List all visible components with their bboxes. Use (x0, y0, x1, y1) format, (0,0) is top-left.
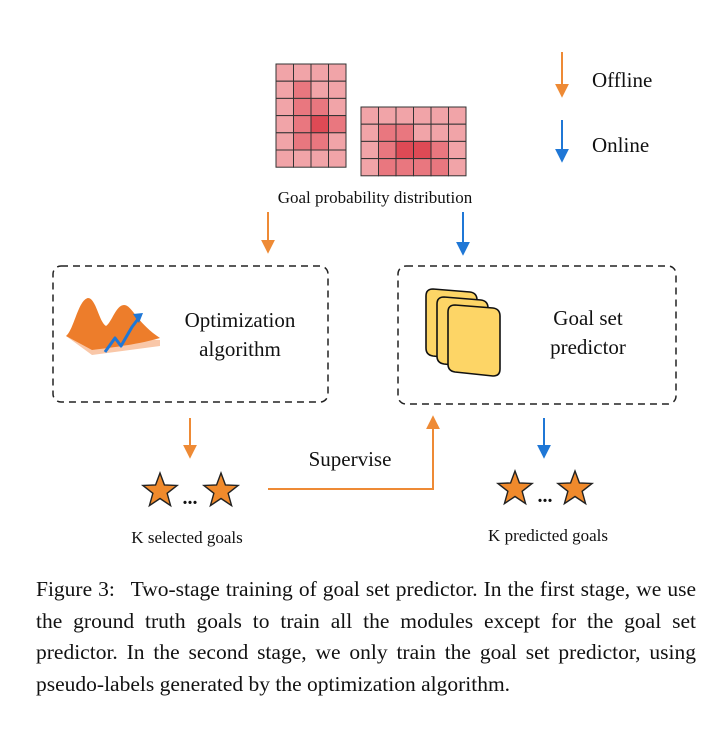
optimization-label-line2: algorithm (199, 337, 281, 361)
offline-legend-label: Offline (592, 68, 652, 92)
goal-distribution-label: Goal probability distribution (278, 188, 473, 207)
grid-cell (430, 140, 449, 160)
grid-cell (395, 123, 414, 142)
optimization-algorithm-box: Optimization algorithm (52, 265, 329, 403)
goal-set-predictor-box: Goal set predictor (397, 265, 677, 405)
grid-cell (310, 115, 329, 134)
selected-goals-ellipsis: ... (183, 487, 198, 509)
selected-goals: ... K selected goals (131, 470, 243, 547)
grid-cell (360, 123, 379, 142)
grid-cell (413, 140, 432, 160)
grid-cell (360, 140, 379, 160)
figure-caption: Figure 3: Two-stage training of goal set… (36, 574, 696, 700)
grid-cell (413, 158, 432, 177)
grid-cell (328, 63, 347, 82)
predictor-label-line2: predictor (550, 335, 626, 359)
grid-cell (293, 97, 312, 117)
selected-goals-label: K selected goals (131, 528, 242, 547)
online-legend-label: Online (592, 133, 649, 157)
grid-cell (360, 106, 379, 125)
grid-cell (293, 63, 312, 82)
supervise-arrow (268, 415, 440, 490)
grid-cell (275, 63, 294, 82)
grid-cell (430, 106, 449, 125)
grid-cell (328, 132, 347, 151)
goal-probability-grid-right (360, 106, 467, 177)
grid-cell (430, 158, 449, 177)
grid-cell (328, 115, 347, 134)
legend: Offline Online (555, 52, 652, 163)
grid-cell (293, 115, 312, 134)
selected-goal-star-icon (201, 470, 241, 508)
selected-goal-star-icon (140, 470, 180, 508)
grid-cell (293, 80, 312, 99)
grid-cell (378, 106, 397, 125)
grid-cell (448, 106, 467, 125)
grid-cell (310, 63, 329, 82)
grid-cell (378, 123, 397, 142)
grid-cell (413, 106, 432, 125)
optimization-landscape-icon (66, 298, 160, 355)
network-layers-icon (425, 288, 501, 377)
predictor-label-line1: Goal set (553, 306, 623, 330)
grid-cell (275, 97, 294, 117)
grid-cell (293, 149, 312, 168)
grid-cell (395, 140, 414, 160)
grid-cell (310, 97, 329, 117)
grid-cell (310, 149, 329, 168)
grid-cell (413, 123, 432, 142)
grid-cell (275, 80, 294, 99)
grid-cell (275, 132, 294, 151)
grid-cell (360, 158, 379, 177)
grid-cell (448, 123, 467, 142)
caption-label: Figure 3: (36, 577, 115, 601)
predicted-goals-label: K predicted goals (488, 526, 608, 545)
predicted-goals-ellipsis: ... (538, 485, 553, 507)
grid-cell (430, 123, 449, 142)
grid-cell (395, 106, 414, 125)
predicted-goals: ... K predicted goals (488, 468, 608, 545)
grid-cell (378, 158, 397, 177)
grid-cell (293, 132, 312, 151)
supervise-label: Supervise (309, 447, 392, 471)
grid-cell (275, 115, 294, 134)
two-stage-training-diagram: Offline Online Goal probability distribu… (52, 52, 677, 547)
grid-cell (448, 158, 467, 177)
grid-cell (328, 149, 347, 168)
grid-cell (310, 80, 329, 99)
grid-cell (328, 80, 347, 99)
caption-text: Two-stage training of goal set predictor… (36, 577, 696, 696)
grid-cell (275, 149, 294, 168)
goal-probability-grid-left (275, 63, 347, 168)
grid-cell (448, 140, 467, 160)
grid-cell (310, 132, 329, 151)
optimization-label-line1: Optimization (185, 308, 296, 332)
grid-cell (378, 140, 397, 160)
grid-cell (328, 97, 347, 117)
predicted-goal-star-icon (555, 468, 595, 506)
predicted-goal-star-icon (495, 468, 535, 506)
grid-cell (395, 158, 414, 177)
